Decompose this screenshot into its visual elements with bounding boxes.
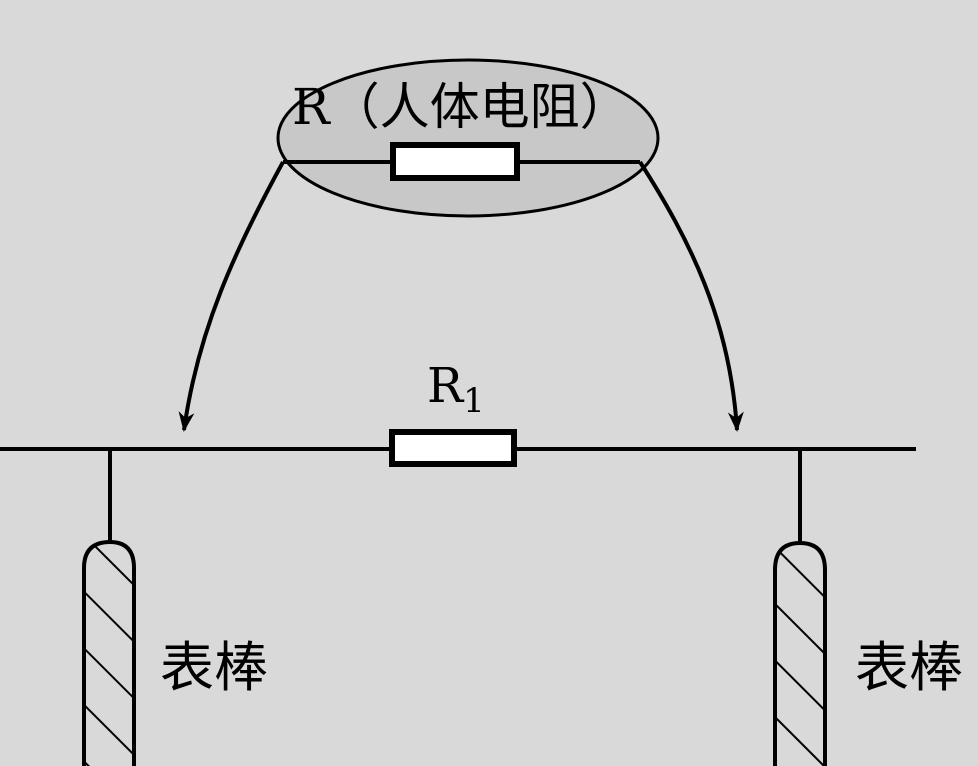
r1-label-main: R — [427, 358, 465, 414]
right-probe-label: 表棒 — [855, 636, 963, 699]
right-current-arrow — [638, 160, 744, 432]
left-current-arrow — [178, 161, 285, 432]
body-resistor — [390, 142, 520, 181]
left-probe-label: 表棒 — [160, 636, 268, 699]
r1-resistor — [389, 429, 517, 467]
r1-label-subscript: 1 — [463, 381, 485, 421]
r1-label: R1 — [427, 358, 485, 421]
right-probe — [773, 540, 827, 766]
body-resistance-label: R（人体电阻） — [292, 78, 630, 136]
body-resistance-ellipse — [276, 58, 660, 218]
left-probe — [82, 539, 136, 766]
